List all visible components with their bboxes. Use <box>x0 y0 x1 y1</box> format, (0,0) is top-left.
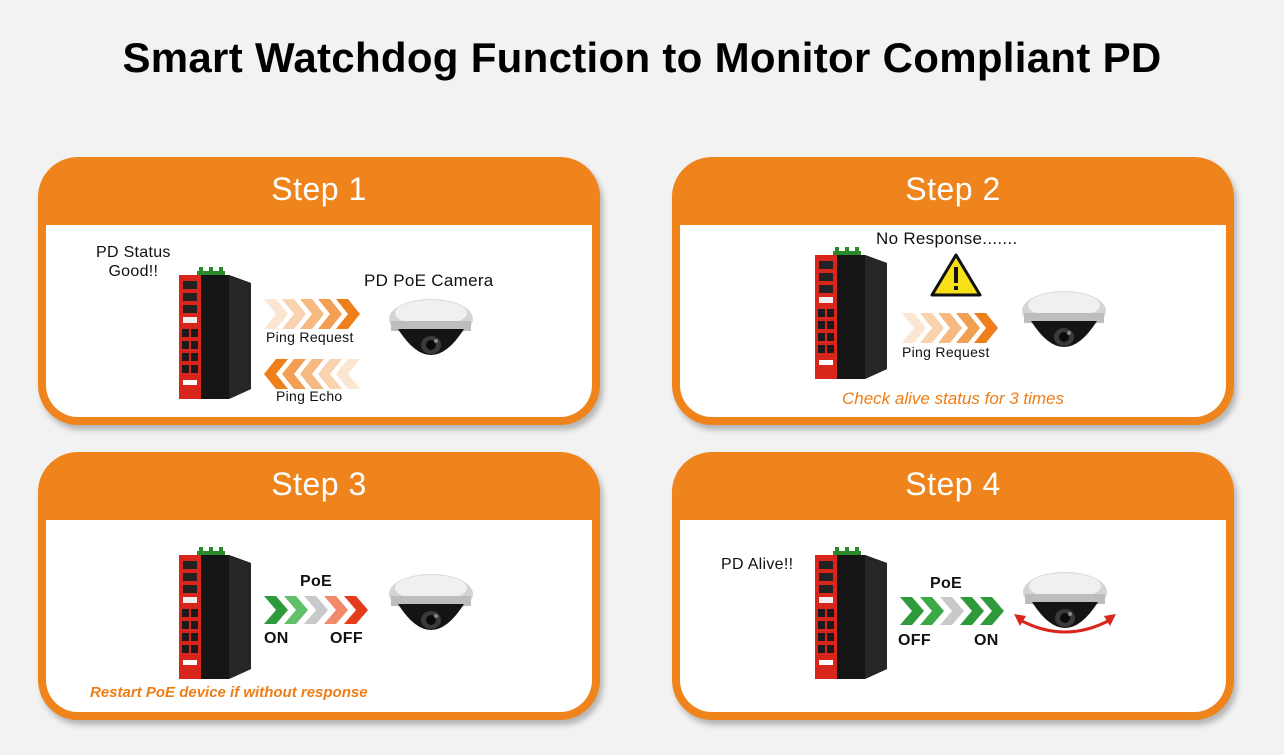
poe-label: PoE <box>300 573 333 590</box>
ping-request-label: Ping Request <box>266 329 354 345</box>
pd-alive-label: PD Alive!! <box>721 556 794 573</box>
camera-icon <box>386 295 476 375</box>
poe-on-off-arrow-icon <box>264 596 368 624</box>
camera-icon <box>1019 287 1109 367</box>
off-label: OFF <box>898 632 931 649</box>
request-arrow-icon <box>264 299 360 329</box>
no-response-label: No Response....... <box>876 229 1018 248</box>
step-1-card: Step 1 PD Status Good!! PD PoE Camera Pi… <box>38 157 600 425</box>
poe-switch-icon <box>179 265 251 400</box>
on-label: ON <box>264 630 289 647</box>
step-4-body: PD Alive!! PoE OFF ON <box>680 520 1226 712</box>
step-4-card: Step 4 PD Alive!! PoE OFF ON <box>672 452 1234 720</box>
rotate-arrow-icon <box>1014 614 1116 634</box>
step-1-body: PD Status Good!! PD PoE Camera Ping Requ… <box>46 225 592 417</box>
ping-echo-label: Ping Echo <box>276 388 343 404</box>
step-3-card: Step 3 PoE ON OFF Restart PoE device if … <box>38 452 600 720</box>
step-2-card: Step 2 No Response....... Ping Request C… <box>672 157 1234 425</box>
step-2-title: Step 2 <box>905 171 1001 207</box>
step-2-body: No Response....... Ping Request Check al… <box>680 225 1226 417</box>
step-4-title: Step 4 <box>905 466 1001 502</box>
poe-label: PoE <box>930 575 963 592</box>
on-label: ON <box>974 632 999 649</box>
camera-label: PD PoE Camera <box>364 271 494 290</box>
poe-switch-icon <box>179 545 251 680</box>
step-2-note: Check alive status for 3 times <box>841 389 1065 408</box>
ping-request-label: Ping Request <box>902 344 990 360</box>
off-label: OFF <box>330 630 363 647</box>
step-1-title: Step 1 <box>271 171 367 207</box>
request-arrow-icon <box>902 313 998 343</box>
page-title: Smart Watchdog Function to Monitor Compl… <box>122 34 1162 81</box>
warning-icon <box>930 253 982 297</box>
poe-off-on-arrow-icon <box>900 597 1004 625</box>
pd-status-label: PD Status Good!! <box>96 244 171 280</box>
poe-switch-icon <box>815 245 887 380</box>
step-3-note: Restart PoE device if without response <box>90 684 368 701</box>
step-3-title: Step 3 <box>271 466 367 502</box>
echo-arrow-icon <box>264 359 360 389</box>
camera-icon <box>386 570 476 650</box>
poe-switch-icon <box>815 545 887 680</box>
step-3-body: PoE ON OFF Restart PoE device if without… <box>46 520 592 712</box>
